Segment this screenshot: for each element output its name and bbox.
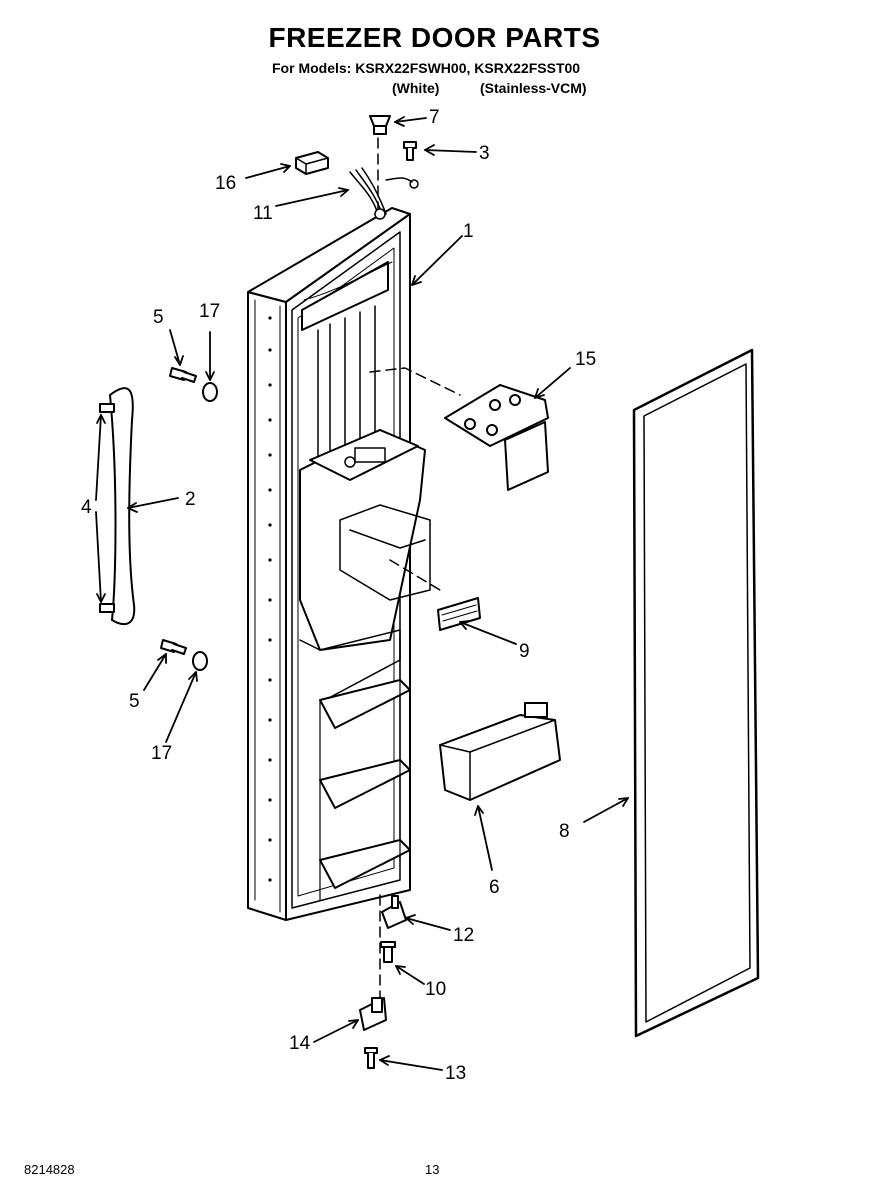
part-7-plug: [369, 115, 391, 135]
part-2-handle: [109, 387, 136, 626]
document-number: 8214828: [24, 1162, 75, 1177]
callout-17-lower: 17: [151, 743, 172, 764]
variant-stainless-label: (Stainless-VCM): [480, 80, 587, 96]
page-title: FREEZER DOOR PARTS: [268, 22, 601, 53]
callout-6: 6: [489, 877, 500, 898]
callout-1: 1: [463, 221, 474, 242]
callout-10: 10: [425, 979, 446, 1000]
part-17-spacer-lower: [192, 651, 208, 671]
part-5-screw-upper: [169, 367, 197, 383]
part-13-screw: [364, 1047, 378, 1069]
callout-4: 4: [81, 497, 92, 518]
part-3-screw: [403, 141, 417, 161]
part-16-connector: [295, 151, 329, 175]
callout-9: 9: [519, 641, 530, 662]
callout-7: 7: [429, 107, 440, 128]
variant-white-label: (White): [392, 80, 440, 96]
part-8-gasket: [632, 348, 760, 1038]
part-6-bin: [439, 702, 561, 801]
callout-5-upper: 5: [153, 307, 164, 328]
callout-11: 11: [253, 203, 273, 224]
callout-5-lower: 5: [129, 691, 140, 712]
leader-arrows: [95, 116, 629, 1071]
freezer-door-panel: [247, 207, 431, 921]
callout-13: 13: [445, 1063, 466, 1084]
part-9-label: [437, 597, 481, 631]
part-14-lower-hinge: [359, 997, 387, 1031]
callout-2: 2: [185, 489, 196, 510]
callout-14: 14: [289, 1033, 311, 1054]
page-number: 13: [425, 1162, 440, 1177]
callout-12: 12: [453, 925, 474, 946]
callout-8: 8: [559, 821, 570, 842]
callout-3: 3: [479, 143, 490, 164]
callout-17-upper: 17: [199, 301, 220, 322]
callout-15: 15: [575, 349, 596, 370]
part-10-screw: [380, 941, 396, 963]
models-line: For Models: KSRX22FSWH00, KSRX22FSST00: [272, 60, 581, 76]
part-15-bracket: [444, 384, 549, 491]
part-17-spacer-upper: [202, 382, 218, 402]
part-4-studs: [99, 403, 115, 613]
callout-16: 16: [215, 173, 236, 194]
part-12-hinge-bracket: [381, 895, 407, 929]
part-11-wire-harness: [349, 167, 419, 220]
part-5-screw-lower: [160, 639, 187, 655]
